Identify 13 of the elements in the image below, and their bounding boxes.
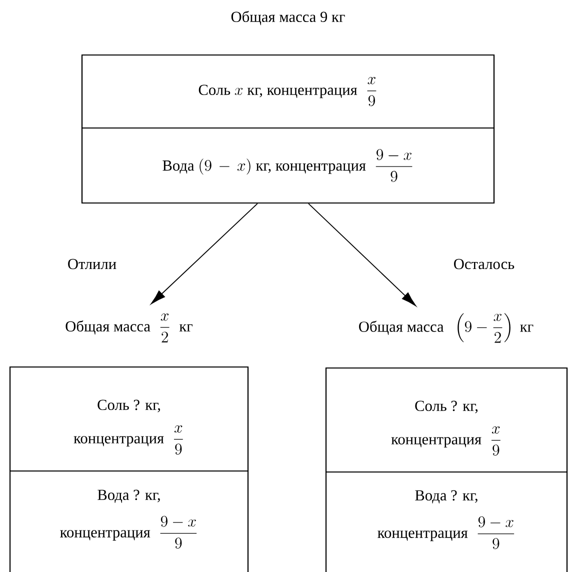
table-cell: $\text{Соль } x\text{ кг, концентрация }\;\dfrac{x}{9}$ xyxy=(81,54,495,129)
table-cell: Соль ? кг, $\text{концентрация }\;\dfrac{x}{9}$ xyxy=(325,367,568,473)
table-cell: Соль ? кг, $\text{концентрация }\;\dfrac{x}{9}$ xyxy=(9,366,249,472)
mass-heading: $\text{Общая масса }\;\left(9-\dfrac{x}{2}\right)\text{ кг}$ xyxy=(359,313,534,343)
arrow xyxy=(308,203,416,306)
arrow xyxy=(150,203,258,304)
table-cell: Вода ? кг, $\text{концентрация }\;\dfrac{9-x}{9}$ xyxy=(325,471,568,572)
table-cell: Вода ? кг, $\text{концентрация }\;\dfrac{9-x}{9}$ xyxy=(9,470,249,572)
edge-label: Осталось xyxy=(452,258,516,270)
table-cell: $\text{Вода } (9\,-\,x)\text{ кг, концентрация }\;\dfrac{9-x}{9}$ xyxy=(81,127,495,204)
edge-label: Отлили xyxy=(66,258,118,270)
mass-heading: $\text{Общая масса }\;\dfrac{x}{2}\;\text{ кг}$ xyxy=(66,314,192,342)
mass-heading: Общая масса 9 кг xyxy=(231,10,345,26)
